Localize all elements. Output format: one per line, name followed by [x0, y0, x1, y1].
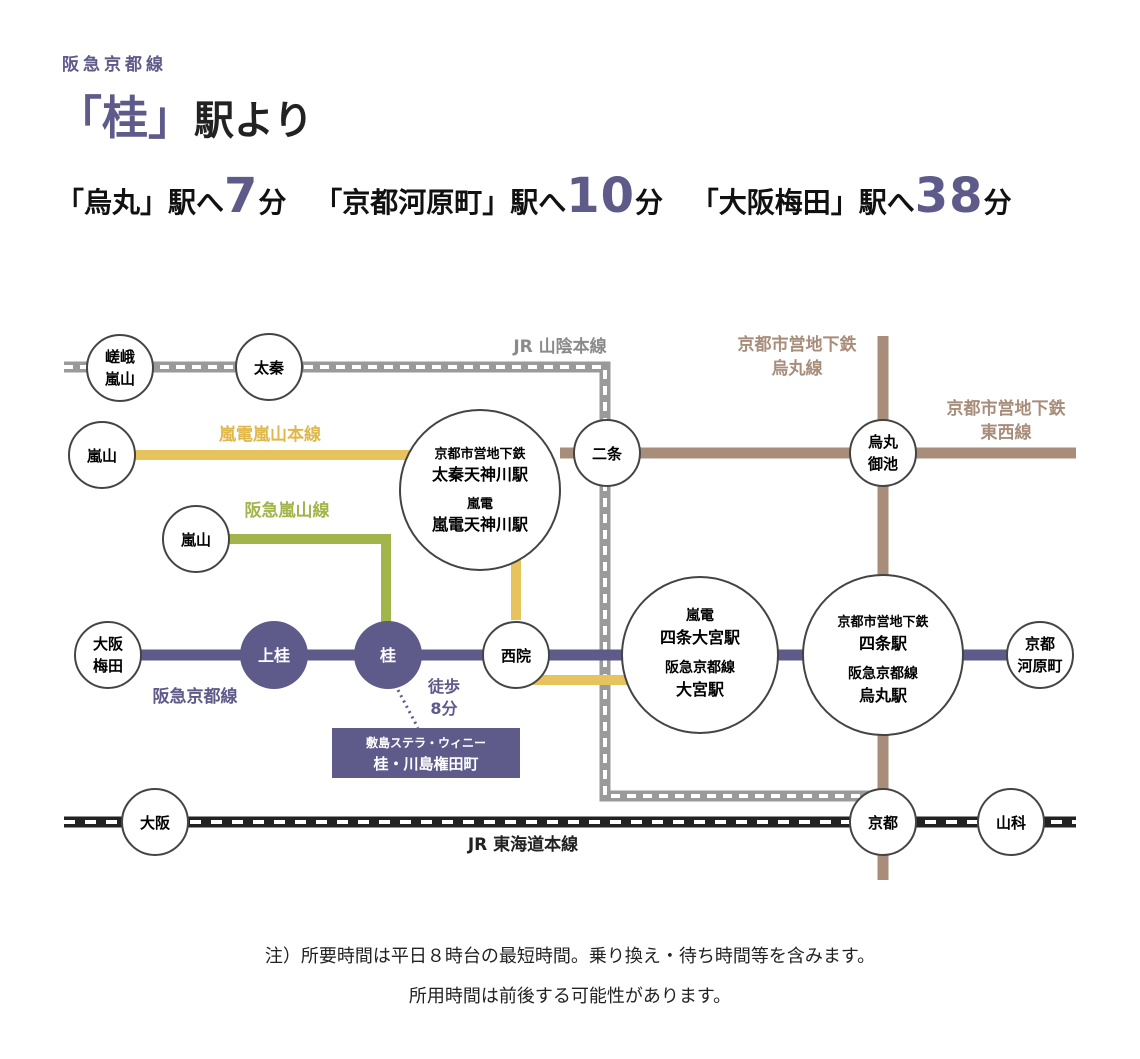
label-subway-tozai-1: 京都市営地下鉄 [947, 398, 1066, 419]
svg-text:京都市営地下鉄: 京都市営地下鉄 [837, 614, 928, 630]
station-omiya: 嵐電 四条大宮駅 阪急京都線 大宮駅 [621, 576, 779, 734]
travel-minutes: 10 [566, 168, 635, 224]
label-subway-karasuma-2: 烏丸線 [772, 358, 823, 379]
page-title: 「桂」駅より [56, 82, 313, 148]
label-jr-sanin: JR 山陰本線 [512, 336, 606, 357]
randen-line [100, 450, 630, 685]
svg-text:太秦: 太秦 [254, 359, 285, 377]
travel-dest: 「烏丸」駅へ [56, 186, 225, 219]
svg-text:阪急京都線: 阪急京都線 [848, 665, 918, 682]
svg-text:京都: 京都 [868, 814, 898, 832]
svg-text:梅田: 梅田 [93, 657, 123, 675]
station-katsura: 桂 [354, 621, 422, 689]
walk-time: 8分 [430, 699, 457, 718]
svg-text:嵐山: 嵐山 [104, 370, 135, 388]
travel-times: 「烏丸」駅へ7分 「京都河原町」駅へ10分 「大阪梅田」駅へ38分 [56, 168, 1030, 224]
travel-time-kawaramachi: 「京都河原町」駅へ10分 [314, 168, 664, 224]
station-sain: 西院 [482, 621, 550, 689]
svg-text:嵐山: 嵐山 [86, 447, 117, 465]
travel-minutes: 38 [914, 168, 984, 224]
svg-text:太秦天神川駅: 太秦天神川駅 [431, 465, 529, 484]
station-arashiyama-hankyu: 嵐山 [162, 505, 230, 573]
label-jr-tokaido: JR 東海道本線 [467, 834, 578, 855]
travel-minutes: 7 [224, 168, 259, 224]
hankyu-arashiyama-line [196, 534, 391, 625]
travel-unit: 分 [258, 186, 287, 219]
label-subway-tozai-2: 東西線 [981, 422, 1032, 443]
svg-text:上桂: 上桂 [258, 646, 290, 665]
svg-text:四条駅: 四条駅 [859, 634, 908, 653]
travel-unit: 分 [635, 186, 664, 219]
svg-text:嵐電: 嵐電 [685, 607, 714, 624]
walk-path [396, 689, 420, 729]
station-nijo: 二条 [573, 419, 641, 487]
svg-text:西院: 西院 [501, 647, 531, 665]
title-bracket-close: 」 [148, 91, 194, 145]
station-shijo: 京都市営地下鉄 四条駅 阪急京都線 烏丸駅 [802, 574, 964, 736]
station-osaka: 大阪 [121, 788, 189, 856]
property-name: 敷島ステラ・ウィニー [366, 735, 486, 750]
label-subway-karasuma-1: 京都市営地下鉄 [738, 334, 857, 355]
station-yamashina: 山科 [977, 788, 1045, 856]
travel-dest: 「大阪梅田」駅へ [690, 186, 915, 219]
station-arashiyama-randen: 嵐山 [68, 421, 136, 489]
property-box: 敷島ステラ・ウィニー 桂・川島権田町 [332, 728, 520, 778]
svg-text:大宮駅: 大宮駅 [676, 680, 725, 699]
svg-text:桂: 桂 [379, 646, 396, 665]
station-kawaramachi: 京都 河原町 [1006, 621, 1074, 689]
svg-text:御池: 御池 [867, 455, 898, 473]
station-tenjingawa: 京都市営地下鉄 太秦天神川駅 嵐電 嵐電天神川駅 [399, 409, 561, 571]
property-location: 桂・川島権田町 [372, 755, 478, 773]
travel-dest: 「京都河原町」駅へ [314, 186, 567, 219]
label-hankyu-kyoto: 阪急京都線 [153, 686, 238, 707]
svg-text:嵯峨: 嵯峨 [105, 348, 135, 366]
title-station: 桂 [102, 91, 148, 145]
svg-text:烏丸: 烏丸 [868, 433, 899, 451]
svg-text:山科: 山科 [996, 814, 1026, 832]
svg-text:阪急京都線: 阪急京都線 [665, 659, 735, 676]
svg-text:二条: 二条 [592, 445, 623, 463]
station-saga-arashiyama: 嵯峨 嵐山 [86, 334, 154, 402]
station-karasuma-oike: 烏丸 御池 [849, 419, 917, 487]
label-randen: 嵐電嵐山本線 [219, 424, 321, 445]
station-kyoto: 京都 [849, 788, 917, 856]
note-line-1: 注）所要時間は平日８時台の最短時間。乗り換え・待ち時間等を含みます。 [264, 946, 876, 967]
svg-text:河原町: 河原町 [1017, 657, 1062, 675]
travel-unit: 分 [983, 186, 1012, 219]
jr-sanin-line [64, 361, 883, 802]
svg-text:四条大宮駅: 四条大宮駅 [660, 628, 741, 647]
svg-text:大阪: 大阪 [140, 814, 171, 832]
station-kamikatsura: 上桂 [240, 621, 308, 689]
svg-text:京都市営地下鉄: 京都市営地下鉄 [434, 446, 525, 462]
title-bracket-open: 「 [56, 91, 102, 145]
svg-text:烏丸駅: 烏丸駅 [859, 686, 908, 705]
label-hankyu-arashiyama: 阪急嵐山線 [245, 500, 330, 521]
line-name: 阪急京都線 [62, 55, 167, 75]
station-osaka-umeda: 大阪 梅田 [74, 621, 142, 689]
title-suffix: 駅より [194, 98, 314, 144]
svg-text:嵐山: 嵐山 [180, 531, 211, 549]
station-uzumasa: 太秦 [235, 333, 303, 401]
walk-label: 徒歩 [427, 677, 460, 696]
svg-text:嵐電天神川駅: 嵐電天神川駅 [432, 515, 529, 534]
svg-text:嵐電: 嵐電 [466, 496, 493, 512]
note-line-2: 所用時間は前後する可能性があります。 [408, 986, 732, 1007]
travel-time-umeda: 「大阪梅田」駅へ38分 [690, 168, 1012, 224]
svg-text:大阪: 大阪 [93, 635, 124, 653]
travel-time-karasuma: 「烏丸」駅へ7分 [56, 168, 287, 224]
svg-text:京都: 京都 [1025, 635, 1055, 653]
